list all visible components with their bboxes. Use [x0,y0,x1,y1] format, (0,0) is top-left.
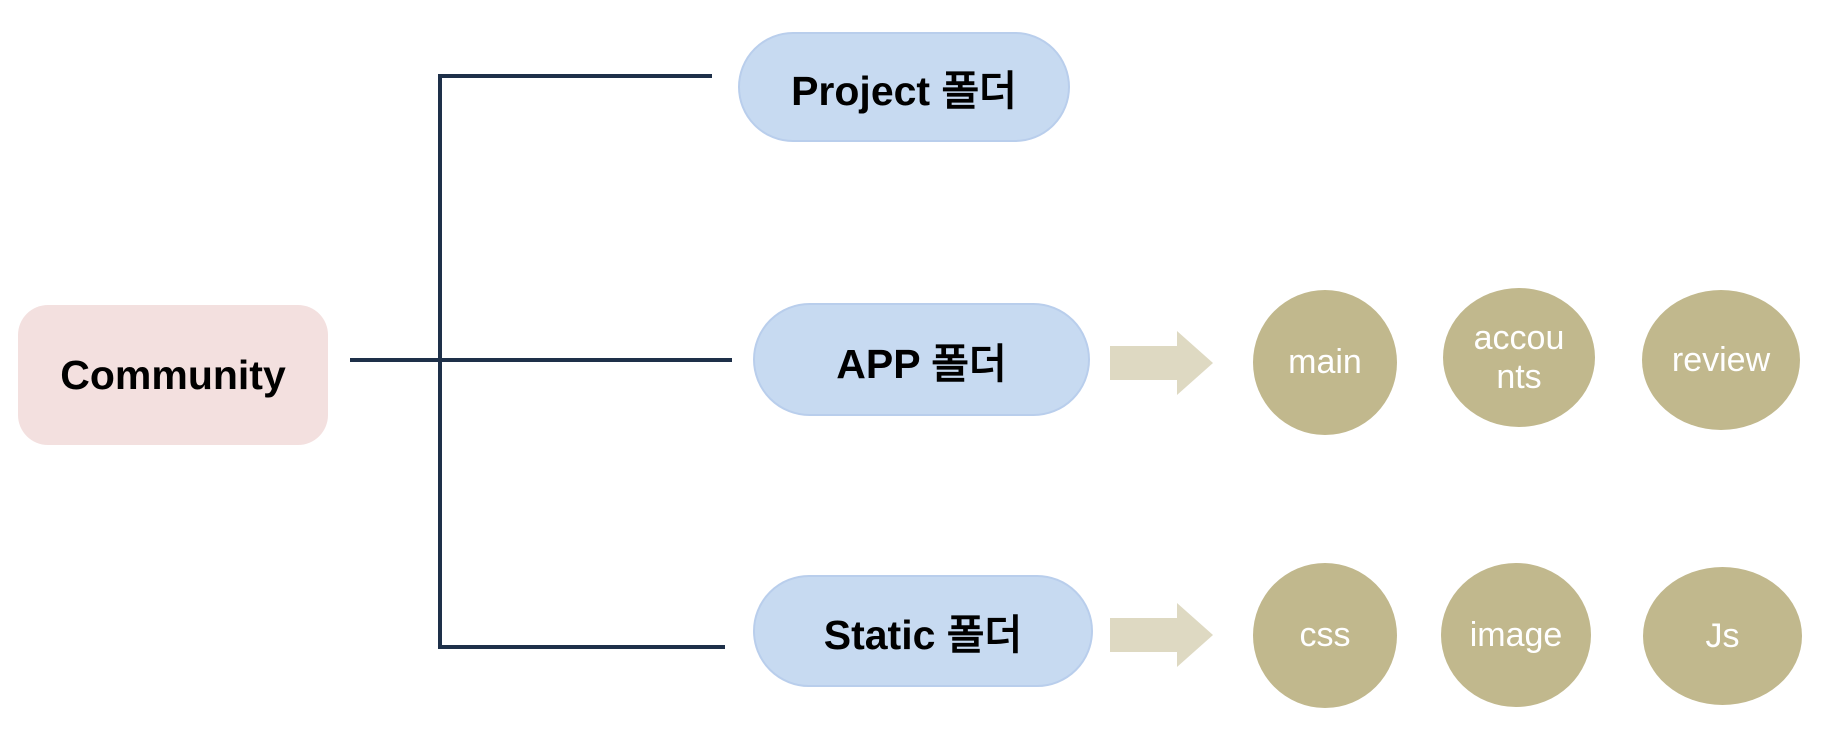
app-folder-node: APP 폴더 [753,303,1090,416]
app-item-review: review [1642,290,1800,430]
app-item-accounts-label: accounts [1473,319,1565,396]
connector-project-branch [438,74,712,78]
right-arrow-icon [1110,331,1213,395]
static-item-css: css [1253,563,1397,708]
app-folder-label: APP 폴더 [836,340,1007,387]
project-folder-node: Project 폴더 [738,32,1070,142]
app-item-main: main [1253,290,1397,435]
app-item-accounts: accounts [1443,288,1595,427]
connector-app-branch [350,358,732,362]
app-item-review-label: review [1671,340,1771,379]
static-folder-label: Static 폴더 [823,612,1023,658]
connector-static-branch [438,645,725,649]
community-node: Community [18,305,328,445]
static-folder-node: Static 폴더 [753,575,1093,687]
static-item-js-label: Js [1705,616,1740,655]
project-folder-label: Project 폴더 [791,68,1017,114]
static-item-js: Js [1643,567,1802,705]
static-item-image-label: image [1469,615,1563,654]
static-item-css-label: css [1299,616,1351,655]
community-label: Community [60,351,286,398]
app-item-main-label: main [1288,343,1362,382]
right-arrow-icon [1110,603,1213,667]
static-item-image: image [1441,563,1591,707]
